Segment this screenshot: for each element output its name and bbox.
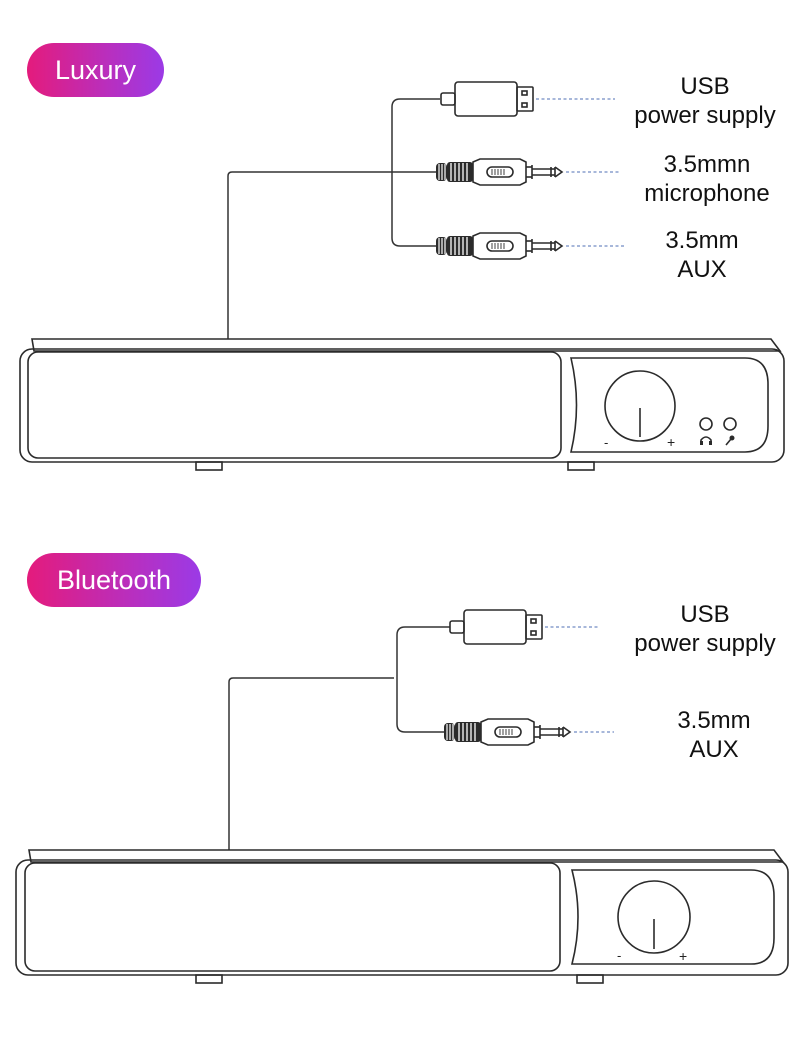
- usb-power-label-line2: power supply: [634, 102, 776, 129]
- aux-jack-label: 3.5mm AUX: [665, 226, 738, 284]
- luxury-badge: Luxury: [27, 43, 164, 97]
- microphone-jack-port[interactable]: [723, 417, 737, 431]
- aux-jack-label-2-line1: 3.5mm: [677, 707, 751, 734]
- soundbar-body: [19, 348, 785, 463]
- microphone-jack-label-line1: 3.5mmn: [663, 151, 751, 178]
- usb-power-label-2: USB power supply: [634, 600, 775, 658]
- aux-jack-label-line2: AUX: [677, 256, 727, 283]
- microphone-jack-plug-icon: [435, 158, 563, 186]
- luxury-connectors: [227, 81, 626, 339]
- control-panel: [569, 357, 769, 453]
- usb-plug-icon: [440, 81, 534, 117]
- soundbar-body-2: [15, 859, 789, 976]
- aux-jack-label-2-line2: AUX: [689, 736, 739, 763]
- volume-minus-label: -: [604, 435, 608, 450]
- volume-plus-label: +: [667, 434, 675, 450]
- volume-knob-2[interactable]: [617, 880, 691, 954]
- usb-aux-cable-2: [396, 626, 450, 733]
- volume-plus-label-2: +: [679, 948, 687, 964]
- aux-jack-plug-icon-2: [443, 718, 571, 746]
- microphone-jack-label: 3.5mmn microphone: [644, 150, 769, 208]
- microphone-cable: [227, 171, 436, 339]
- bluetooth-soundbar: - +: [15, 849, 789, 984]
- bluetooth-connectors: [228, 609, 614, 850]
- aux-jack-plug-icon: [435, 232, 563, 260]
- soundbar-foot-right-2: [576, 974, 604, 984]
- speaker-grille-2: [24, 862, 561, 972]
- soundbar-foot-left: [195, 461, 223, 471]
- aux-jack-label-2: 3.5mm AUX: [677, 706, 750, 764]
- volume-knob[interactable]: [604, 370, 676, 442]
- microphone-jack-label-line2: microphone: [644, 180, 770, 207]
- usb-power-label: USB power supply: [634, 72, 775, 130]
- usb-power-label-2-line2: power supply: [634, 630, 776, 657]
- headphone-icon: [700, 436, 712, 445]
- aux-jack-label-line1: 3.5mm: [665, 227, 739, 254]
- main-cable: [228, 677, 394, 850]
- control-panel-2: [570, 869, 775, 965]
- soundbar-foot-right: [567, 461, 595, 471]
- usb-power-label-line1: USB: [680, 73, 730, 100]
- usb-plug-icon-2: [449, 609, 543, 645]
- microphone-icon: [725, 435, 735, 446]
- bluetooth-badge: Bluetooth: [27, 553, 201, 607]
- soundbar-foot-left-2: [195, 974, 223, 984]
- volume-minus-label-2: -: [617, 948, 621, 963]
- usb-aux-cable: [391, 98, 440, 247]
- speaker-grille: [27, 351, 562, 459]
- luxury-soundbar: - +: [19, 338, 785, 471]
- headphone-jack-port[interactable]: [699, 417, 713, 431]
- usb-power-label-2-line1: USB: [680, 601, 730, 628]
